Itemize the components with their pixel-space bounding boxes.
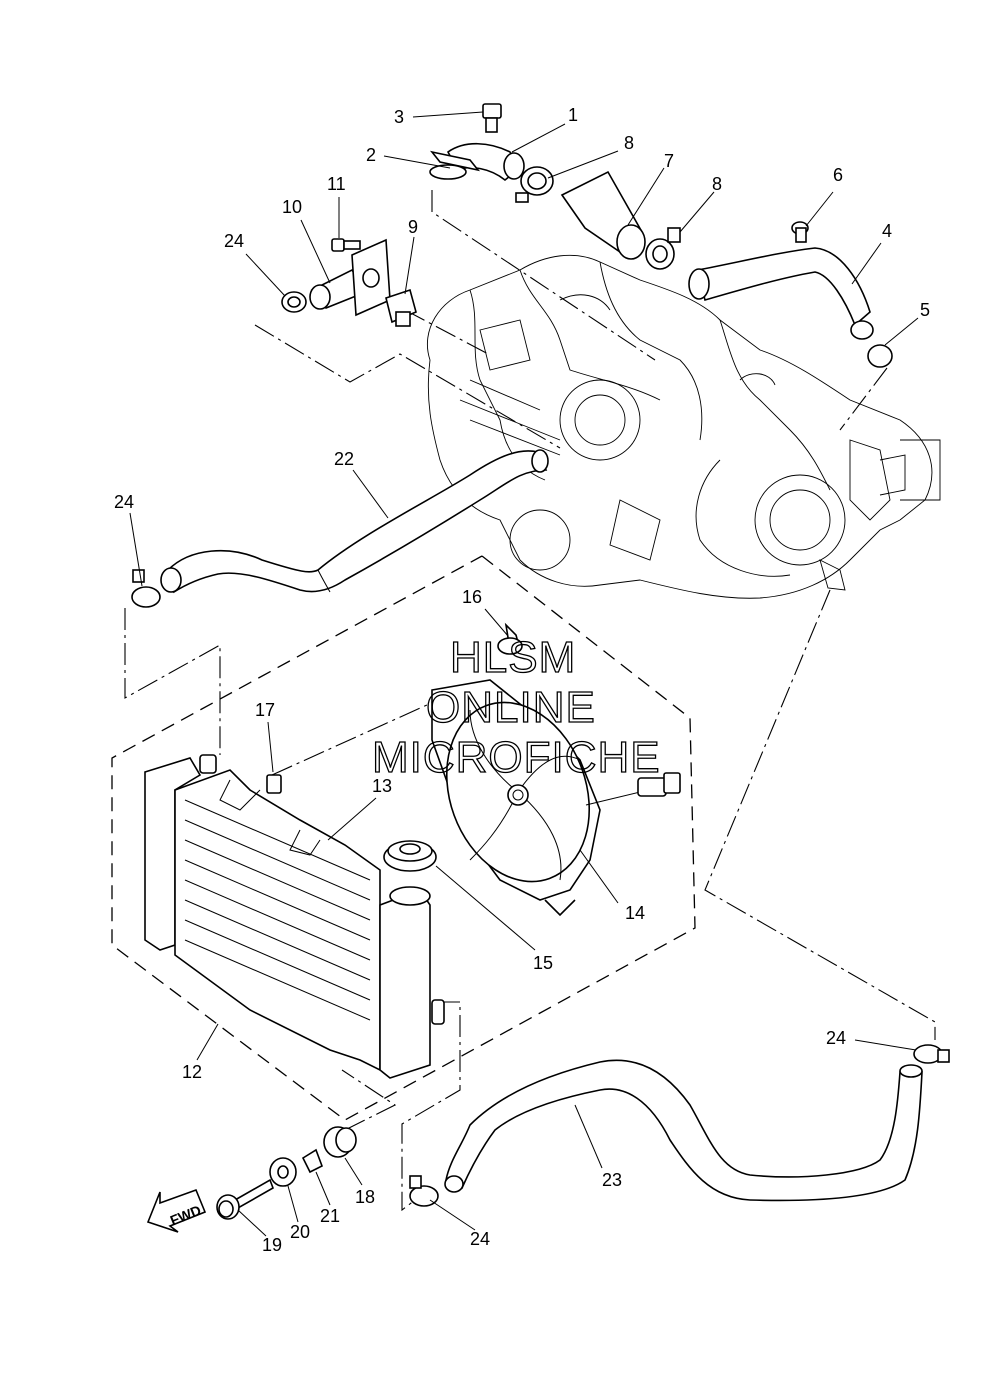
routing-lines bbox=[124, 190, 936, 1212]
callout-8-lower: 8 bbox=[712, 174, 722, 194]
callout-8-upper: 8 bbox=[624, 133, 634, 153]
radiator-inlet-hose bbox=[131, 449, 549, 608]
callout-12: 12 bbox=[182, 1062, 202, 1082]
radiator-mount-hardware bbox=[216, 1126, 357, 1220]
watermark: HLSM ONLINE MICROFICHE bbox=[371, 632, 661, 782]
fwd-arrow-icon: FWD bbox=[146, 1188, 207, 1233]
radiator-cap bbox=[383, 840, 437, 872]
callouts: 3 1 2 8 7 8 6 4 5 11 10 9 24 22 24 16 17… bbox=[114, 105, 930, 1255]
watermark-line-2: ONLINE bbox=[426, 683, 596, 732]
radiator bbox=[144, 754, 445, 1079]
watermark-line-3: MICROFICHE bbox=[372, 733, 661, 782]
callout-6: 6 bbox=[833, 165, 843, 185]
callout-23: 23 bbox=[602, 1170, 622, 1190]
callout-10: 10 bbox=[282, 197, 302, 217]
cooling-fan bbox=[431, 679, 681, 917]
callout-17: 17 bbox=[255, 700, 275, 720]
callout-7: 7 bbox=[664, 151, 674, 171]
callout-13: 13 bbox=[372, 776, 392, 796]
callout-19: 19 bbox=[262, 1235, 282, 1255]
callout-1: 1 bbox=[568, 105, 578, 125]
callout-20: 20 bbox=[290, 1222, 310, 1242]
callout-11: 11 bbox=[327, 174, 346, 194]
callout-14: 14 bbox=[625, 903, 645, 923]
radiator-outlet-hose bbox=[409, 1044, 950, 1207]
callout-18: 18 bbox=[355, 1187, 375, 1207]
callout-24-top: 24 bbox=[224, 231, 244, 251]
callout-9: 9 bbox=[408, 217, 418, 237]
callout-16: 16 bbox=[462, 587, 482, 607]
leader-lines bbox=[129, 111, 919, 1237]
callout-4: 4 bbox=[882, 221, 892, 241]
water-pump-outlet-parts bbox=[281, 103, 893, 368]
callout-5: 5 bbox=[920, 300, 930, 320]
watermark-line-1: HLSM bbox=[450, 633, 576, 682]
engine-outline bbox=[426, 254, 941, 599]
callout-22: 22 bbox=[334, 449, 354, 469]
callout-3: 3 bbox=[394, 107, 404, 127]
callout-2: 2 bbox=[366, 145, 376, 165]
callout-24-right: 24 bbox=[826, 1028, 846, 1048]
callout-24-bottom: 24 bbox=[470, 1229, 490, 1249]
callout-21: 21 bbox=[320, 1206, 340, 1226]
fan-nut bbox=[266, 774, 282, 794]
radiator-group-boundary bbox=[111, 555, 696, 1121]
fan-bolt bbox=[497, 622, 523, 655]
callout-24-left: 24 bbox=[114, 492, 134, 512]
callout-15: 15 bbox=[533, 953, 553, 973]
